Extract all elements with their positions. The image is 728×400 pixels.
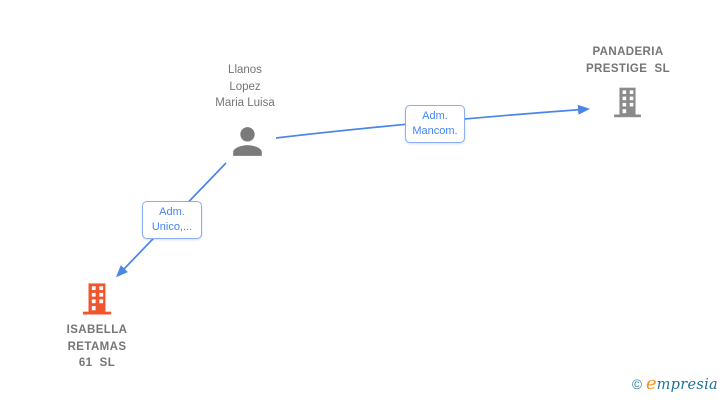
company-name-line: PRESTIGE SL [585,62,671,75]
node-company-panaderia[interactable]: PANADERIA PRESTIGE SL [558,44,698,124]
person-name-line: Maria Luisa [215,97,275,109]
building-icon [614,87,641,118]
brand-name: mpresia [656,377,718,393]
person-name-line: Lopez [229,80,261,93]
company-name-line: PANADERIA [592,46,664,58]
brand-initial: e [645,373,657,394]
edge-label-mancom[interactable]: Adm. Mancom. [405,105,465,143]
person-icon [233,127,262,156]
edge-label-line: Mancom. [412,125,458,137]
edge-label-unico[interactable]: Adm. Unico,... [142,201,202,239]
node-company-isabella[interactable]: ISABELLA RETAMAS 61 SL [27,280,167,375]
edge-label-line: Adm. [422,110,448,122]
person-name: Llanos Lopez Maria Luisa [185,62,305,112]
empresia-logo[interactable]: © e mpresia [632,373,718,394]
edge-label-line: Adm. [159,206,185,218]
company-name: PANADERIA PRESTIGE SL [558,44,698,77]
copyright-icon: © [632,377,642,392]
person-name-line: Llanos [228,64,262,76]
edge-label-line: Unico,... [151,221,193,233]
company-name: ISABELLA RETAMAS 61 SL [27,322,167,372]
company-name-line: RETAMAS [67,340,127,353]
company-name-line: 61 SL [78,357,116,369]
company-name-line: ISABELLA [66,324,128,336]
building-icon [82,283,112,315]
node-person[interactable]: Llanos Lopez Maria Luisa [185,62,305,167]
